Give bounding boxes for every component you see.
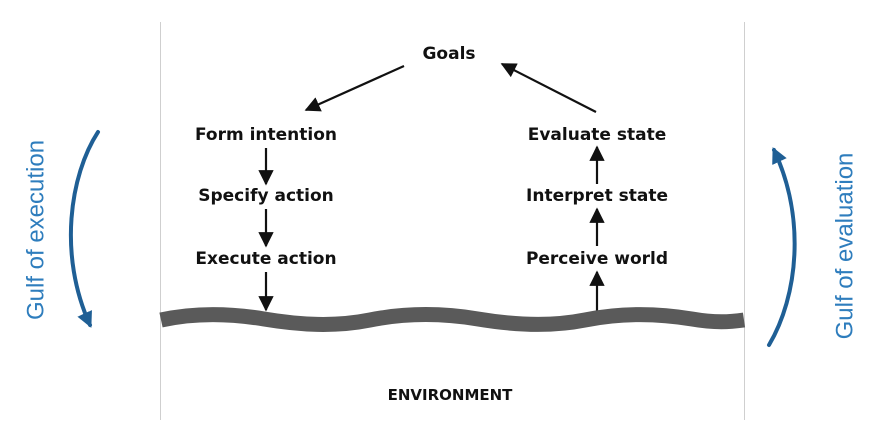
goals-to-intention-arrow [304, 64, 405, 112]
gulf-evaluation-label: Gulf of evaluation [831, 153, 858, 340]
form-intention-label: Form intention [195, 125, 337, 145]
gulf-execution-label: Gulf of execution [22, 140, 49, 320]
right-divider [744, 22, 745, 420]
interpret-state-label: Interpret state [526, 186, 668, 206]
evaluate-to-goals-arrow [500, 63, 597, 113]
perceive-world-label: Perceive world [526, 249, 668, 269]
evaluate-state-label: Evaluate state [528, 125, 667, 145]
gulf-execution-arrow [68, 130, 100, 328]
gulf-evaluation-arrow [767, 147, 797, 347]
goals-label: Goals [422, 44, 475, 64]
specify-action-label: Specify action [198, 186, 334, 206]
execute-action-label: Execute action [195, 249, 336, 269]
environment-wave [159, 307, 746, 332]
left-divider [160, 22, 161, 420]
environment-label: ENVIRONMENT [388, 386, 514, 404]
